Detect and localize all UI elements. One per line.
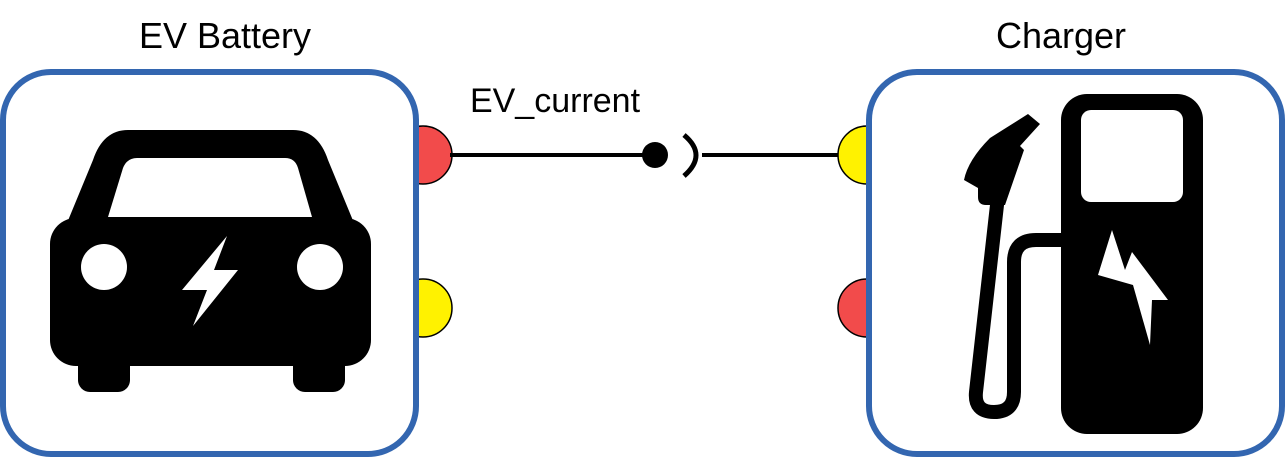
charging-station-icon [964, 94, 1203, 434]
electric-car-icon [50, 130, 371, 392]
ev-current-connection[interactable]: EV_current [450, 82, 842, 178]
charger-block[interactable]: Charger [837, 15, 1285, 457]
ev-battery-block[interactable]: EV Battery [0, 15, 453, 457]
ev-battery-title: EV Battery [139, 15, 311, 56]
connection-label: EV_current [470, 82, 641, 120]
charger-title: Charger [996, 15, 1126, 56]
provided-interface-socket[interactable] [682, 133, 699, 178]
required-interface-ball[interactable] [642, 142, 668, 168]
